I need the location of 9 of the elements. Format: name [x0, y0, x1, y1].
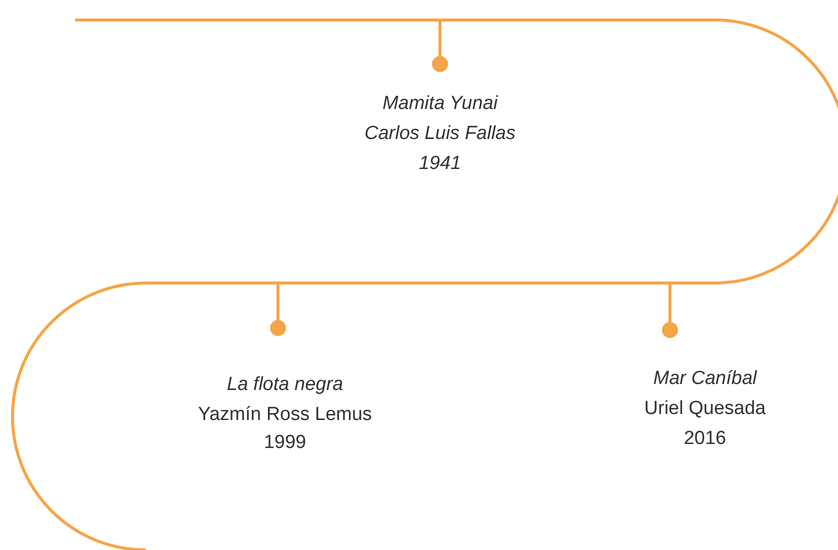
- author-name: Carlos Luis Fallas: [364, 122, 516, 146]
- author-name: Yazmín Ross Lemus: [198, 403, 372, 427]
- book-title: Mar Caníbal: [653, 367, 757, 391]
- book-title: La flota negra: [226, 373, 344, 397]
- year-label: 1941: [418, 152, 462, 176]
- year-label: 1999: [264, 431, 306, 455]
- book-title: Mamita Yunai: [382, 92, 498, 116]
- year-label: 2016: [684, 427, 726, 451]
- author-name: Uriel Quesada: [644, 397, 766, 421]
